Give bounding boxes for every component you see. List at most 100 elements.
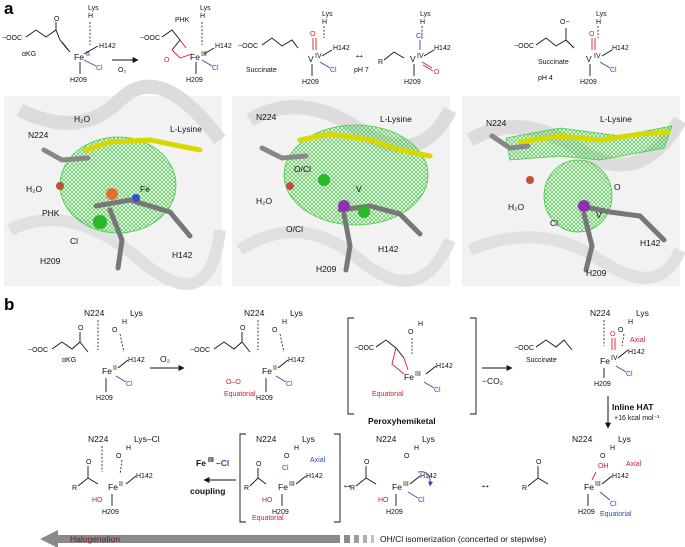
- label-n224: N224: [244, 308, 265, 318]
- label-lys: Lys: [290, 308, 303, 318]
- bracket-right: [470, 317, 477, 415]
- label-succinate: Succinate: [246, 67, 277, 74]
- label-h142: H142: [434, 45, 451, 52]
- label-v: V: [410, 54, 416, 64]
- label-h: H: [628, 319, 633, 326]
- label-o-red: O: [434, 69, 440, 76]
- crystal2-label-v: V: [356, 184, 362, 194]
- resonance-arrow-b1: ↔: [480, 479, 491, 491]
- label-h209: H209: [102, 509, 119, 516]
- arrow-b-o2-label: O₂: [160, 354, 170, 364]
- label-ho: HO: [262, 497, 273, 504]
- label-akg: αKG: [62, 357, 76, 364]
- coupling-fe: Fe: [196, 458, 206, 468]
- label-cl: Cl: [330, 67, 337, 74]
- label-lys: Lys: [420, 11, 431, 18]
- label-h: H: [322, 19, 327, 26]
- label-fe: Fe: [74, 52, 84, 62]
- label-peroxyhemiketal: Peroxyhemiketal: [368, 416, 436, 426]
- label-fe: Fe: [392, 482, 402, 492]
- label-o-red: O: [164, 57, 170, 64]
- label-v-ox: IV: [417, 53, 424, 60]
- label-h142: H142: [333, 45, 350, 52]
- label-lys: Lys: [302, 434, 315, 444]
- label-lys: Lys: [618, 434, 631, 444]
- label-h: H: [610, 445, 615, 452]
- label-o: O: [284, 453, 290, 460]
- label-fe-ox: II: [119, 481, 123, 488]
- crystal2-label-n224: N224: [256, 112, 277, 122]
- scheme-b5: N224 Lys H O R O OH Axial Fe III H142 H2…: [522, 434, 642, 518]
- label-v: V: [586, 54, 592, 64]
- label-axial: Axial: [310, 457, 326, 464]
- label-h: H: [420, 19, 425, 26]
- label-fe-ox: II: [273, 365, 277, 372]
- label-h142: H142: [215, 43, 232, 50]
- coupling-word: coupling: [190, 486, 225, 496]
- resonance-arrow: ↔: [354, 49, 365, 61]
- label-ho: HO: [92, 497, 103, 504]
- label-equatorial: Equatorial: [224, 391, 256, 398]
- label-v: V: [308, 54, 314, 64]
- label-h209: H209: [578, 509, 595, 516]
- label-substrate: −OOC: [28, 347, 48, 354]
- label-h: H: [294, 445, 299, 452]
- label-h142: H142: [612, 45, 629, 52]
- label-h: H: [200, 13, 205, 20]
- scheme-b2: N224 Lys H O −OOC O Fe II H142 H209 Cl O…: [190, 308, 305, 402]
- label-o-minus: O−: [560, 19, 570, 26]
- label-h209: H209: [580, 79, 597, 86]
- crystal3-label-cl: Cl: [550, 218, 558, 228]
- label-fe-ox: III: [289, 481, 295, 488]
- label-cl: Cl: [610, 501, 617, 508]
- label-n224: N224: [590, 308, 611, 318]
- crystal-image-1: N224 H₂O L-Lysine H₂O Fe PHK Cl H209 H14…: [4, 79, 226, 290]
- label-fe: Fe: [584, 482, 594, 492]
- label-h: H: [596, 19, 601, 26]
- label-r: R: [350, 485, 355, 492]
- label-h209: H209: [386, 509, 403, 516]
- label-h142: H142: [128, 357, 145, 364]
- label-succinate: Succinate: [538, 59, 569, 66]
- label-fe-ox: III: [415, 371, 421, 378]
- label-h142: H142: [612, 473, 629, 480]
- label-fe: Fe: [262, 366, 272, 376]
- scheme-b3: H O −OOC Fe III H142 Cl Equatorial Perox…: [347, 317, 477, 426]
- scheme-a4: Lys H R Cl V IV H142 H209 O: [378, 11, 451, 86]
- label-fe-ox: II: [86, 51, 90, 58]
- label-phk: PHK: [175, 17, 190, 24]
- label-h142: H142: [436, 363, 453, 370]
- label-o-red: O: [610, 331, 616, 338]
- label-substrate: −OOC: [190, 347, 210, 354]
- label-h142: H142: [628, 349, 645, 356]
- label-fe: Fe: [404, 372, 414, 382]
- scheme-a3: Lys H −OOC Succinate O V IV H142 H209 Cl: [238, 11, 350, 86]
- panel-b-letter: b: [4, 295, 14, 314]
- label-n224: N224: [256, 434, 277, 444]
- scheme-a5: Lys H O− −OOC Succinate pH 4 O V IV H142…: [514, 11, 629, 86]
- label-h209: H209: [96, 395, 113, 402]
- label-equatorial: Equatorial: [372, 391, 404, 398]
- crystal3-label-h142: H142: [640, 238, 661, 248]
- crystal1-label-phk: PHK: [42, 208, 60, 218]
- label-h142: H142: [136, 473, 153, 480]
- label-oh: OH: [598, 463, 609, 470]
- crystal1-label-h209: H209: [40, 256, 61, 266]
- label-v-ox: IV: [594, 53, 601, 60]
- crystal1-label-n224: N224: [28, 130, 49, 140]
- label-n224: N224: [572, 434, 593, 444]
- crystal1-label-water2: H₂O: [26, 184, 42, 194]
- bracket-right: [334, 433, 341, 523]
- label-h209: H209: [272, 509, 289, 516]
- crystal1-label-water1: H₂O: [74, 114, 90, 124]
- label-o: O: [116, 453, 122, 460]
- resonance-arrow-b2: ↔: [342, 479, 353, 491]
- label-cl: Cl: [418, 497, 425, 504]
- label-o: O: [600, 453, 606, 460]
- label-substrate: −OOC: [514, 345, 534, 352]
- label-fe: Fe: [108, 482, 118, 492]
- label-axial: Axial: [630, 337, 646, 344]
- crystal2-label-ocl1: O/Cl: [294, 164, 311, 174]
- label-oo: O–O: [226, 379, 241, 386]
- label-o-carbonyl: O: [78, 325, 84, 332]
